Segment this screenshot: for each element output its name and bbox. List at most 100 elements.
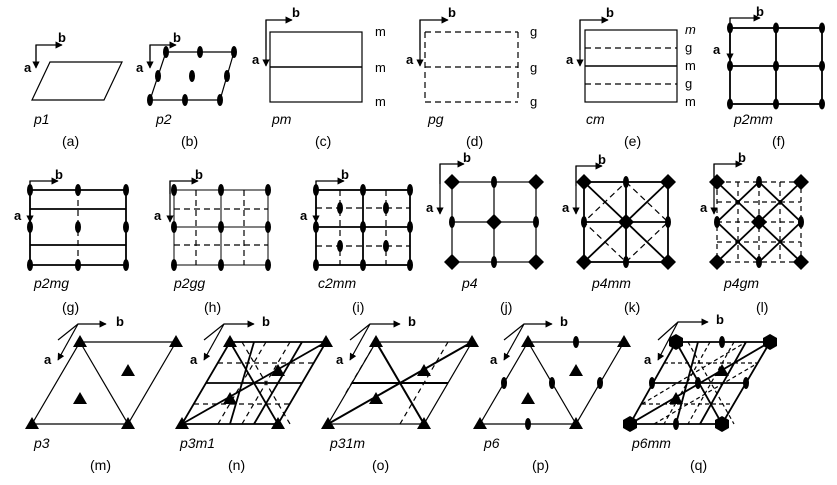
group-name: c2mm [318,275,356,291]
axis-b-label: b [116,314,124,329]
line-label: m [685,22,696,37]
axis-b-label: b [560,314,568,329]
axis-b-label: b [341,167,349,182]
axis-arrows: a b [252,5,300,67]
threefold-rotation-centers [521,364,583,404]
panel-p3: a b p3 (m) [25,314,183,473]
panel-pm: a b m m m pm (c) [252,5,386,149]
panel-label: (p) [532,457,549,473]
group-name: pm [271,111,292,127]
panel-p4: a b p4 (j) [426,150,544,315]
axis-arrows: a b [713,4,764,61]
mirror-lines [180,341,328,425]
panel-p4mm: a b p4mm (k) [562,152,676,315]
panel-pg: a b g g g pg (d) [406,5,537,149]
panel-p2mg: a b p2mg (g) [14,167,129,315]
twofold-rotation-centers [27,184,129,271]
panel-p2: a b p2 (b) [136,30,237,149]
twofold-rotation-centers [649,336,749,430]
axis-arrows: a b [562,152,606,215]
axis-arrows: a b [154,167,203,223]
line-label: g [530,24,537,39]
twofold-rotation-centers [727,22,825,110]
line-label: g [530,94,537,109]
axis-b-label: b [448,5,456,20]
axis-arrows: a b [644,312,724,367]
axis-b-label: b [262,314,270,329]
group-name: p4mm [591,275,631,291]
glide-lines [343,341,449,425]
panel-cm: a b m g m g m cm (e) [566,5,696,149]
threefold-rotation-centers [175,335,333,429]
axis-a-label: a [406,52,414,67]
axis-arrows: a b [24,30,66,75]
axis-arrows: a b [426,150,471,215]
line-label: g [685,76,692,91]
axis-a-label: a [644,352,652,367]
axis-b-label: b [463,150,471,165]
group-name: p4gm [723,275,759,291]
glide-lines [194,341,314,425]
line-label: m [375,60,386,75]
group-name: p6 [483,435,500,451]
axis-b-label: b [598,152,606,167]
panel-label: (i) [352,299,364,315]
panel-p31m: a b p31m (o) [321,314,479,473]
fourfold-rotation-centers [444,174,544,270]
panel-label: (q) [690,457,707,473]
axis-a-label: a [190,352,198,367]
line-label: g [685,40,692,55]
panel-p2mm: a b p2mm (f) [713,4,825,149]
panel-label: (e) [624,133,641,149]
axis-arrows: a b [490,314,568,367]
glide-lines [641,341,759,425]
twofold-rotation-centers [147,46,237,106]
panel-label: (m) [90,457,111,473]
axis-a-label: a [566,52,574,67]
axis-arrows: a b [14,167,63,223]
axis-b-label: b [408,314,416,329]
panel-p1: a b p1 (a) [24,30,123,149]
panel-label: (o) [372,457,389,473]
twofold-rotation-centers [449,176,539,268]
axis-arrows: a b [44,314,124,367]
axis-a-label: a [154,208,162,223]
axis-a-label: a [300,208,308,223]
axis-b-label: b [738,150,746,165]
panel-label: (a) [62,133,79,149]
axis-arrows: a b [566,5,614,67]
panel-p2gg: a b p2gg (h) [154,167,271,315]
group-name: p2mm [733,111,773,127]
group-name: p4 [461,275,478,291]
glide-lines [424,31,519,103]
panel-p6mm: a b [623,312,777,473]
panel-p4gm: a b p4gm (l) [700,150,809,315]
unit-cell [31,61,123,101]
threefold-rotation-centers [25,335,183,429]
twofold-rotation-centers [581,176,671,268]
axis-arrows: a b [300,167,349,223]
twofold-rotation-centers [313,184,413,271]
panel-label: (h) [204,299,221,315]
fourfold-rotation-centers [576,174,676,270]
line-label: m [685,94,696,109]
axis-a-label: a [562,200,570,215]
panel-p6: a b p6 (p) [473,314,631,473]
axis-arrows: a b [406,5,456,67]
axis-a-label: a [252,52,260,67]
group-name: p2gg [173,275,205,291]
axis-a-label: a [336,352,344,367]
lattice [30,341,178,425]
sixfold-rotation-centers [623,334,777,432]
threefold-rotation-centers [669,364,729,404]
line-label: m [375,94,386,109]
axis-b-label: b [173,30,181,45]
axis-b-label: b [292,5,300,20]
axis-a-label: a [700,200,708,215]
axis-arrows: a b [190,314,270,367]
line-label: m [685,58,696,73]
panel-label: (g) [62,299,79,315]
axis-a-label: a [490,352,498,367]
axis-a-label: a [14,208,22,223]
axis-b-label: b [716,312,724,327]
